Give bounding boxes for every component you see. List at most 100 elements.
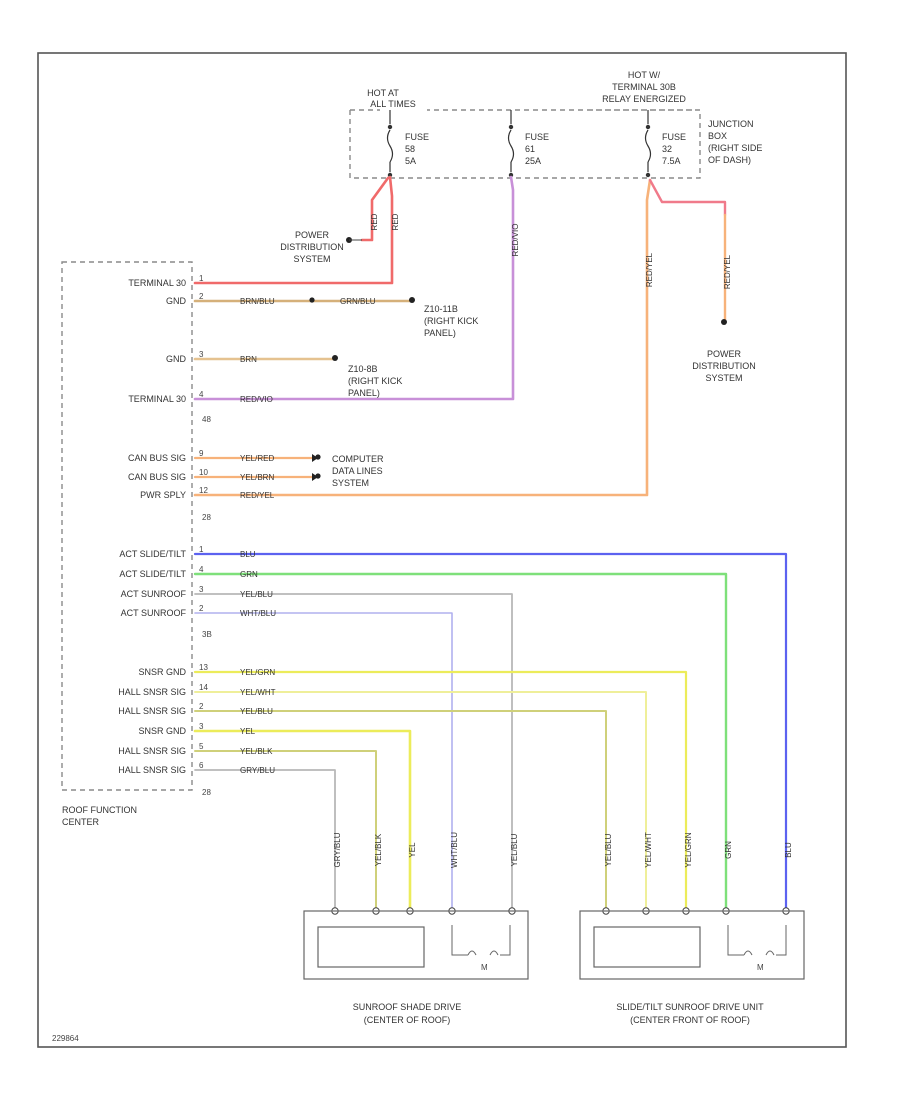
svg-text:Z10-11B: Z10-11B (424, 304, 458, 314)
wire-label-yel-brn: YEL/BRN (240, 473, 274, 482)
svg-text:7.5A: 7.5A (662, 156, 681, 166)
pin-number-4: 9 (199, 449, 204, 458)
svg-text:25A: 25A (525, 156, 541, 166)
fuse-32: FUSE 32 7.5A (644, 110, 686, 178)
wire-label-brn-blu: BRN/BLU (240, 297, 275, 306)
svg-text:Z10-8B: Z10-8B (348, 364, 378, 374)
svg-text:5A: 5A (405, 156, 416, 166)
can-arrow-1 (312, 473, 318, 481)
pin-label-14: SNSR GND (138, 726, 186, 736)
wire-label-wht-blu: WHT/BLU (240, 609, 276, 618)
computer-data-lines: COMPUTER DATA LINES SYSTEM (315, 454, 384, 488)
wire-label-red-vio-vert: RED/VIO (511, 224, 520, 257)
junction-box-label-3: (RIGHT SIDE (708, 143, 762, 153)
wire-label-pds-right: RED/YEL (723, 254, 732, 289)
pin-number-9: 3 (199, 585, 204, 594)
svg-text:SYSTEM: SYSTEM (293, 254, 330, 264)
sunroof-shade-drive: M SUNROOF SHADE DRIVE (CENTER OF ROOF) (303, 910, 529, 1025)
svg-text:(RIGHT KICK: (RIGHT KICK (424, 316, 478, 326)
svg-text:DISTRIBUTION: DISTRIBUTION (692, 361, 756, 371)
slide-wire-label-1: YEL/WHT (644, 832, 653, 868)
wire-label-gry-blu: GRY/BLU (240, 766, 275, 775)
svg-text:32: 32 (662, 144, 672, 154)
wire-label-yel-blu-act: YEL/BLU (240, 590, 273, 599)
hot-w-relay-line2: TERMINAL 30B (612, 82, 676, 92)
hot-at-all-times-line2: ALL TIMES (370, 99, 416, 109)
fuse-58: FUSE 58 5A (386, 110, 429, 178)
pin-label-1: GND (166, 296, 187, 306)
wire-label-red-yel-vert: RED/YEL (645, 252, 654, 287)
svg-text:SYSTEM: SYSTEM (705, 373, 742, 383)
pin-label-4: CAN BUS SIG (128, 453, 186, 463)
pin-label-10: ACT SUNROOF (121, 608, 187, 618)
svg-text:COMPUTER: COMPUTER (332, 454, 384, 464)
pin-label-6: PWR SPLY (140, 490, 186, 500)
connector-3b: 3B (202, 630, 212, 639)
pin-number-7: 1 (199, 545, 204, 554)
pin-label-11: SNSR GND (138, 667, 186, 677)
hot-at-all-times-line1: HOT AT (367, 88, 399, 98)
pin-label-16: HALL SNSR SIG (118, 765, 186, 775)
diagram-border (37, 52, 847, 1048)
shade-motor-label: M (481, 963, 488, 972)
svg-text:(CENTER FRONT OF ROOF): (CENTER FRONT OF ROOF) (630, 1015, 750, 1025)
slide-tilt-sunroof-drive-unit: M SLIDE/TILT SUNROOF DRIVE UNIT (CENTER … (579, 910, 805, 1025)
svg-text:(CENTER OF ROOF): (CENTER OF ROOF) (364, 1015, 451, 1025)
pin-number-8: 4 (199, 565, 204, 574)
wire-blu-act (193, 552, 788, 911)
connector-48: 48 (202, 415, 211, 424)
slide-wire-label-3: GRN (724, 841, 733, 859)
shade-wire-label-2: YEL (408, 842, 417, 858)
roof-function-center-line1: ROOF FUNCTION (62, 805, 137, 815)
wire-label-red-a: RED (370, 213, 379, 230)
wire-label-yel: YEL (240, 727, 256, 736)
pin-label-2: GND (166, 354, 187, 364)
ground-z10-11b: Z10-11B (RIGHT KICK PANEL) (309, 297, 478, 338)
pin-label-9: ACT SUNROOF (121, 589, 187, 599)
pin-label-7: ACT SLIDE/TILT (119, 549, 186, 559)
connector-28-a: 28 (202, 513, 211, 522)
wire-label-grn-blu: GRN/BLU (340, 297, 376, 306)
wire-gry-blu-snsr (194, 769, 336, 910)
wire-yel-blu-snsr (194, 710, 607, 910)
power-distribution-left: POWER DISTRIBUTION SYSTEM (280, 230, 362, 264)
pin-number-3: 4 (199, 390, 204, 399)
slide-wire-label-2: YEL/GRN (684, 832, 693, 867)
svg-text:SUNROOF SHADE DRIVE: SUNROOF SHADE DRIVE (353, 1002, 462, 1012)
pin-label-3: TERMINAL 30 (128, 394, 186, 404)
wire-red-pds-right (648, 178, 727, 217)
wire-label-yel-grn: YEL/GRN (240, 668, 275, 677)
wire-red-pds-left (360, 176, 390, 242)
wire-label-yel-blk: YEL/BLK (240, 747, 273, 756)
pin-label-15: HALL SNSR SIG (118, 746, 186, 756)
pin-label-8: ACT SLIDE/TILT (119, 569, 186, 579)
shade-wire-label-0: GRY/BLU (333, 832, 342, 867)
wire-label-grn: GRN (240, 570, 258, 579)
shade-wire-label-3: WHT/BLU (450, 832, 459, 868)
pin-label-5: CAN BUS SIG (128, 472, 186, 482)
wire-red-yel-pwr (193, 178, 652, 497)
pin-number-1: 2 (199, 292, 204, 301)
wire-label-yel-wht: YEL/WHT (240, 688, 276, 697)
pin-label-13: HALL SNSR SIG (118, 706, 186, 716)
slide-wire-label-0: YEL/BLU (604, 833, 613, 866)
svg-text:DATA LINES: DATA LINES (332, 466, 383, 476)
svg-text:61: 61 (525, 144, 535, 154)
pin-number-16: 6 (199, 761, 204, 770)
wire-label-yel-blu-snsr: YEL/BLU (240, 707, 273, 716)
hot-w-relay-line3: RELAY ENERGIZED (602, 94, 686, 104)
svg-text:POWER: POWER (707, 349, 742, 359)
wire-label-blu: BLU (240, 550, 256, 559)
svg-text:POWER: POWER (295, 230, 330, 240)
wire-yel-snsr (193, 729, 412, 911)
svg-text:SLIDE/TILT SUNROOF DRIVE UNIT: SLIDE/TILT SUNROOF DRIVE UNIT (616, 1002, 764, 1012)
svg-text:PANEL): PANEL) (424, 328, 456, 338)
wire-label-brn: BRN (240, 355, 257, 364)
pin-number-11: 13 (199, 663, 208, 672)
slide-motor-label: M (757, 963, 764, 972)
shade-wire-label-1: YEL/BLK (374, 833, 383, 866)
junction-box-label-2: BOX (708, 131, 727, 141)
